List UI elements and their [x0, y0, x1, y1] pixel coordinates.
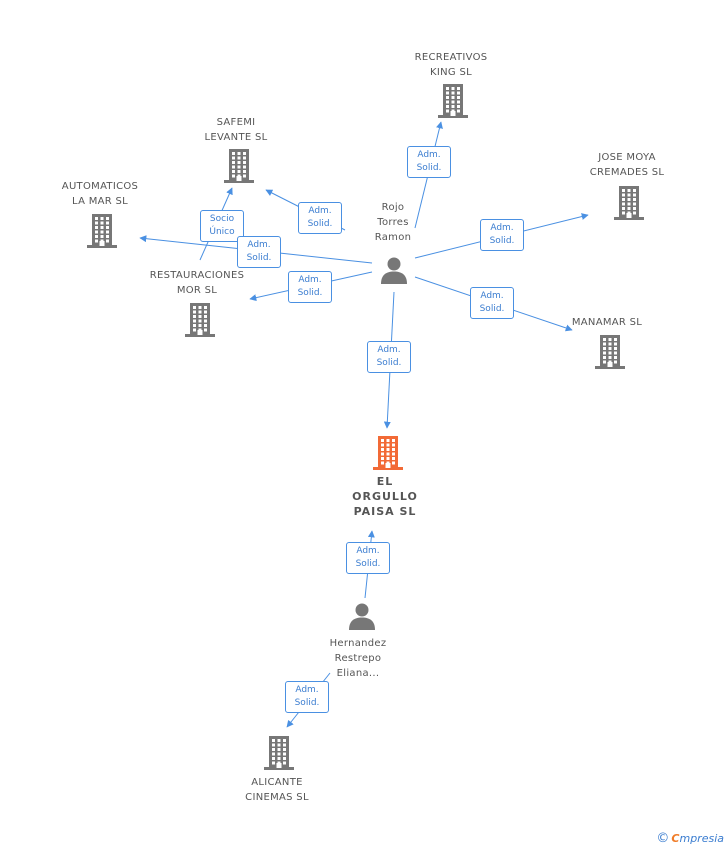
badge-line: Solid.: [355, 559, 381, 569]
badge-line: Adm.: [298, 275, 322, 285]
badge-line: Adm.: [490, 223, 514, 233]
brand-letter: C: [671, 832, 680, 845]
copyright-symbol: ©: [656, 831, 670, 846]
badge-line: Adm.: [480, 291, 504, 301]
building-icon[interactable]: [87, 214, 117, 252]
label-line: ALICANTE: [251, 777, 303, 788]
relation-badge[interactable]: Adm. Solid.: [288, 271, 332, 303]
badge-line: Solid.: [246, 253, 272, 263]
building-icon[interactable]: [373, 436, 403, 474]
badge-line: Adm.: [417, 150, 441, 160]
building-icon[interactable]: [438, 84, 468, 122]
label-line: Restrepo: [334, 653, 382, 664]
label-line: JOSE MOYA: [598, 152, 656, 163]
label-line: AUTOMATICOS: [61, 181, 139, 192]
person-icon[interactable]: [380, 256, 408, 288]
label-line: ORGULLO: [352, 490, 418, 503]
badge-line: Único: [209, 227, 235, 237]
company-label-el-orgullo[interactable]: EL ORGULLO PAISA SL: [352, 474, 418, 519]
label-line: Hernandez: [329, 638, 387, 649]
badge-line: Adm.: [247, 240, 271, 250]
company-label-safemi-levante[interactable]: SAFEMI LEVANTE SL: [205, 115, 268, 145]
company-label-alicante[interactable]: ALICANTE CINEMAS SL: [245, 775, 309, 805]
company-label-automaticos[interactable]: AUTOMATICOS LA MAR SL: [62, 179, 138, 209]
label-line: Ramon: [374, 232, 412, 243]
relation-badge[interactable]: Adm. Solid.: [237, 236, 281, 268]
badge-line: Adm.: [356, 546, 380, 556]
brand-footer: ©Cmpresia: [656, 831, 724, 846]
relation-badge[interactable]: Adm. Solid.: [285, 681, 329, 713]
badge-line: Solid.: [297, 288, 323, 298]
label-line: KING SL: [430, 67, 472, 78]
relation-badge[interactable]: Adm. Solid.: [470, 287, 514, 319]
company-label-recreativos-king[interactable]: RECREATIVOS KING SL: [415, 50, 488, 80]
relation-badge[interactable]: Adm. Solid.: [407, 146, 451, 178]
building-icon[interactable]: [224, 149, 254, 187]
label-line: EL: [376, 475, 394, 488]
building-icon[interactable]: [185, 303, 215, 341]
building-icon[interactable]: [595, 335, 625, 373]
label-line: MANAMAR SL: [571, 317, 643, 328]
company-label-manamar[interactable]: MANAMAR SL: [572, 315, 642, 330]
label-line: Rojo: [381, 202, 405, 213]
badge-line: Solid.: [416, 163, 442, 173]
label-line: CINEMAS SL: [245, 792, 309, 803]
badge-line: Solid.: [376, 358, 402, 368]
brand-name: mpresia: [679, 832, 724, 845]
badge-line: Solid.: [307, 219, 333, 229]
label-line: Eliana...: [336, 668, 380, 679]
badge-line: Solid.: [294, 698, 320, 708]
relation-badge[interactable]: Adm. Solid.: [367, 341, 411, 373]
label-line: MOR SL: [176, 285, 218, 296]
company-label-restauraciones[interactable]: RESTAURACIONES MOR SL: [150, 268, 244, 298]
badge-line: Solid.: [489, 236, 515, 246]
label-line: Torres: [377, 217, 409, 228]
company-label-jose-moya[interactable]: JOSE MOYA CREMADES SL: [590, 150, 664, 180]
building-icon[interactable]: [614, 186, 644, 224]
building-icon[interactable]: [264, 736, 294, 774]
badge-line: Adm.: [377, 345, 401, 355]
label-line: LA MAR SL: [71, 196, 129, 207]
label-line: CREMADES SL: [589, 167, 665, 178]
label-line: SAFEMI: [216, 117, 256, 128]
label-line: PAISA SL: [353, 505, 417, 518]
relation-badge[interactable]: Adm. Solid.: [346, 542, 390, 574]
badge-line: Adm.: [308, 206, 332, 216]
label-line: RECREATIVOS: [414, 52, 488, 63]
badge-line: Solid.: [479, 304, 505, 314]
relation-badge[interactable]: Adm. Solid.: [480, 219, 524, 251]
badge-line: Socio: [209, 214, 235, 224]
label-line: LEVANTE SL: [204, 132, 268, 143]
label-line: RESTAURACIONES: [149, 270, 245, 281]
badge-line: Adm.: [295, 685, 319, 695]
person-icon[interactable]: [348, 602, 376, 634]
relation-badge[interactable]: Adm. Solid.: [298, 202, 342, 234]
